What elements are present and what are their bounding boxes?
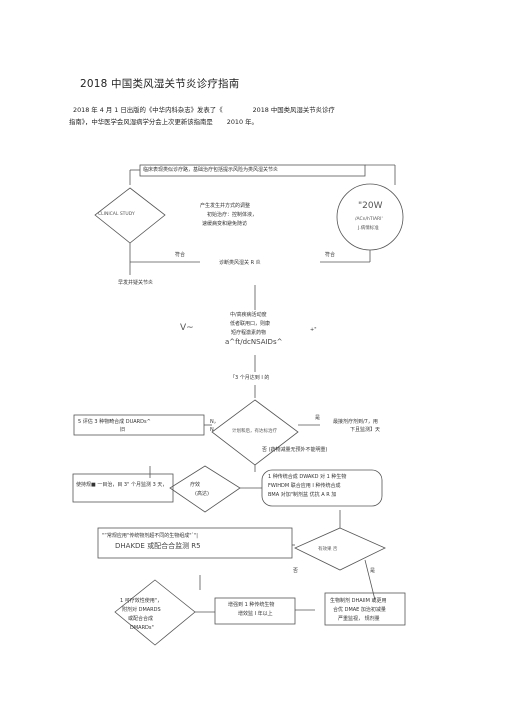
diamond4-shape (294, 527, 386, 571)
right-box3-line-1: 1 种传统合成 DWAKD 对 1 种生物 (268, 474, 347, 480)
diagnosis-label: 诊断类风湿关 R 炎 (219, 260, 261, 266)
treat-line-4: a^ft/dcNSAIDs^ (225, 338, 283, 346)
diamond3-shape (169, 465, 241, 513)
bottom-right-line-3: 严重监视， 规剂量 (338, 616, 380, 622)
wide-box-text-b: DHAKDE 或配合合监测 R5 (115, 542, 201, 550)
right-circle-text-3: J.病情标准 (358, 226, 379, 231)
diamond4-note: 有效果 否 (318, 547, 338, 552)
intro-line-2-b: 2010 年。 (226, 118, 258, 126)
center-note-1: 产生发生并方式的调整 (200, 203, 251, 209)
center-note-2: 初始治疗：控制体液， (207, 212, 258, 218)
diamond3-text-a: 疗效 (190, 482, 201, 488)
right-circle-text-1: "20W (358, 201, 383, 211)
bottom-center-line-2: 增效监 I 年以上 (238, 611, 273, 617)
right-text2-sub: 下且监测】天 (350, 427, 381, 433)
right-box3-line-3: BMA 对加"制剂盆 优抗 A R 加 (268, 492, 337, 498)
treat-line-1: 中/高疾病活动度 (230, 312, 267, 318)
top-box-shape (139, 164, 366, 177)
left-v-mark: V~ (180, 323, 194, 333)
bottom-left-diamond-shape (114, 579, 196, 646)
left-box1-sub: 旧 (120, 427, 126, 433)
treat-line-3: 短疗程激素药物 (231, 330, 267, 336)
left-box3-text: 使持规■ 一目治，目 3" 个月监测 3 天， (76, 482, 168, 488)
bottom-left-line-3: 或配合合成 (128, 616, 154, 622)
right-text2: 最接剂疗剂到/7，用 (333, 419, 378, 425)
left-box3-shape (72, 473, 174, 503)
bottom-center-box-shape (214, 597, 296, 625)
n-label: N， (210, 419, 219, 425)
bottom-right-line-1: 生物制剂 DHAIIM 或更用 (330, 598, 387, 604)
wide-box-text: "“常规应用"传统物剂超不同的生物组成"`"| (102, 533, 198, 539)
wide-box-shape (97, 527, 293, 559)
top-box-text: 临床表现类似诊疗路，基础治疗包括提示风险为类风湿关节炎 (143, 167, 279, 173)
left-box1-text: 5 评估 3 种物畸合成 DUARDs^ (78, 419, 151, 425)
right-meet-label: 符合 (325, 252, 336, 258)
left-diamond-text: CLINICAL STUDY (98, 212, 135, 217)
bottom-left-line-4: DMARDs" (130, 625, 154, 631)
bottom-right-line-2: 合优 DMAE 加治初减量 (333, 607, 386, 613)
left-meet-label: 符合 (175, 252, 186, 258)
intro-line-1-b: 2018 中国类风湿关节炎诊疗 (252, 106, 335, 114)
right-circle-text-2: /ACn/hTIARI' (355, 217, 383, 222)
diamond2-text: 计划和后，有达标治疗 (232, 429, 277, 434)
diamond3-text-b: (高达) (195, 491, 209, 497)
bottom-right-box-shape (324, 592, 406, 626)
intro-line-1: 2018 年 4 月 1 日出版的《中华内科杂志》发表了《 2018 中国类风湿关… (73, 104, 443, 116)
bottom-left-line-1: 1 可疗效性使用"， (120, 598, 163, 604)
yes-mark-2: 是 (370, 568, 376, 574)
no-text2: 否 (药物减量无预外不能明重) (262, 447, 328, 453)
intro-line-2: 指南》，中华医学会风湿病学分会上次更新该指南是 2010 年。 (69, 116, 443, 128)
page-title: 2018 中国类风湿关节炎诊疗指南 (80, 78, 240, 90)
center-note-3: 速缓病变和避免随访 (202, 221, 248, 227)
early-eval-label: 早发并疑关节炎 (118, 280, 154, 286)
treat-line-2: 低者联用口，则康 (230, 321, 271, 327)
intro-paragraph: 2018 年 4 月 1 日出版的《中华内科杂志》发表了《 2018 中国类风湿关… (69, 104, 443, 128)
intro-line-1-a: 2018 年 4 月 1 日出版的《中华内科杂志》发表了《 (73, 106, 223, 114)
n-sub-label: N (210, 427, 214, 433)
after-3m-label: 「3 个月达到 I 的 (230, 375, 270, 381)
right-box3-line-2: FWIHDM 联合应用 I 种传统合成 (268, 483, 341, 489)
bottom-left-line-2: 附剂对 DMARDS (122, 607, 161, 613)
bottom-center-line-1: 增强到 1 种传统生物 (228, 602, 275, 608)
no-mark: 否 (293, 568, 299, 574)
yes-mark: 是 (315, 415, 321, 421)
right-mark: +" (310, 327, 317, 333)
intro-line-2-a: 指南》，中华医学会风湿病学分会上次更新该指南是 (69, 118, 213, 126)
